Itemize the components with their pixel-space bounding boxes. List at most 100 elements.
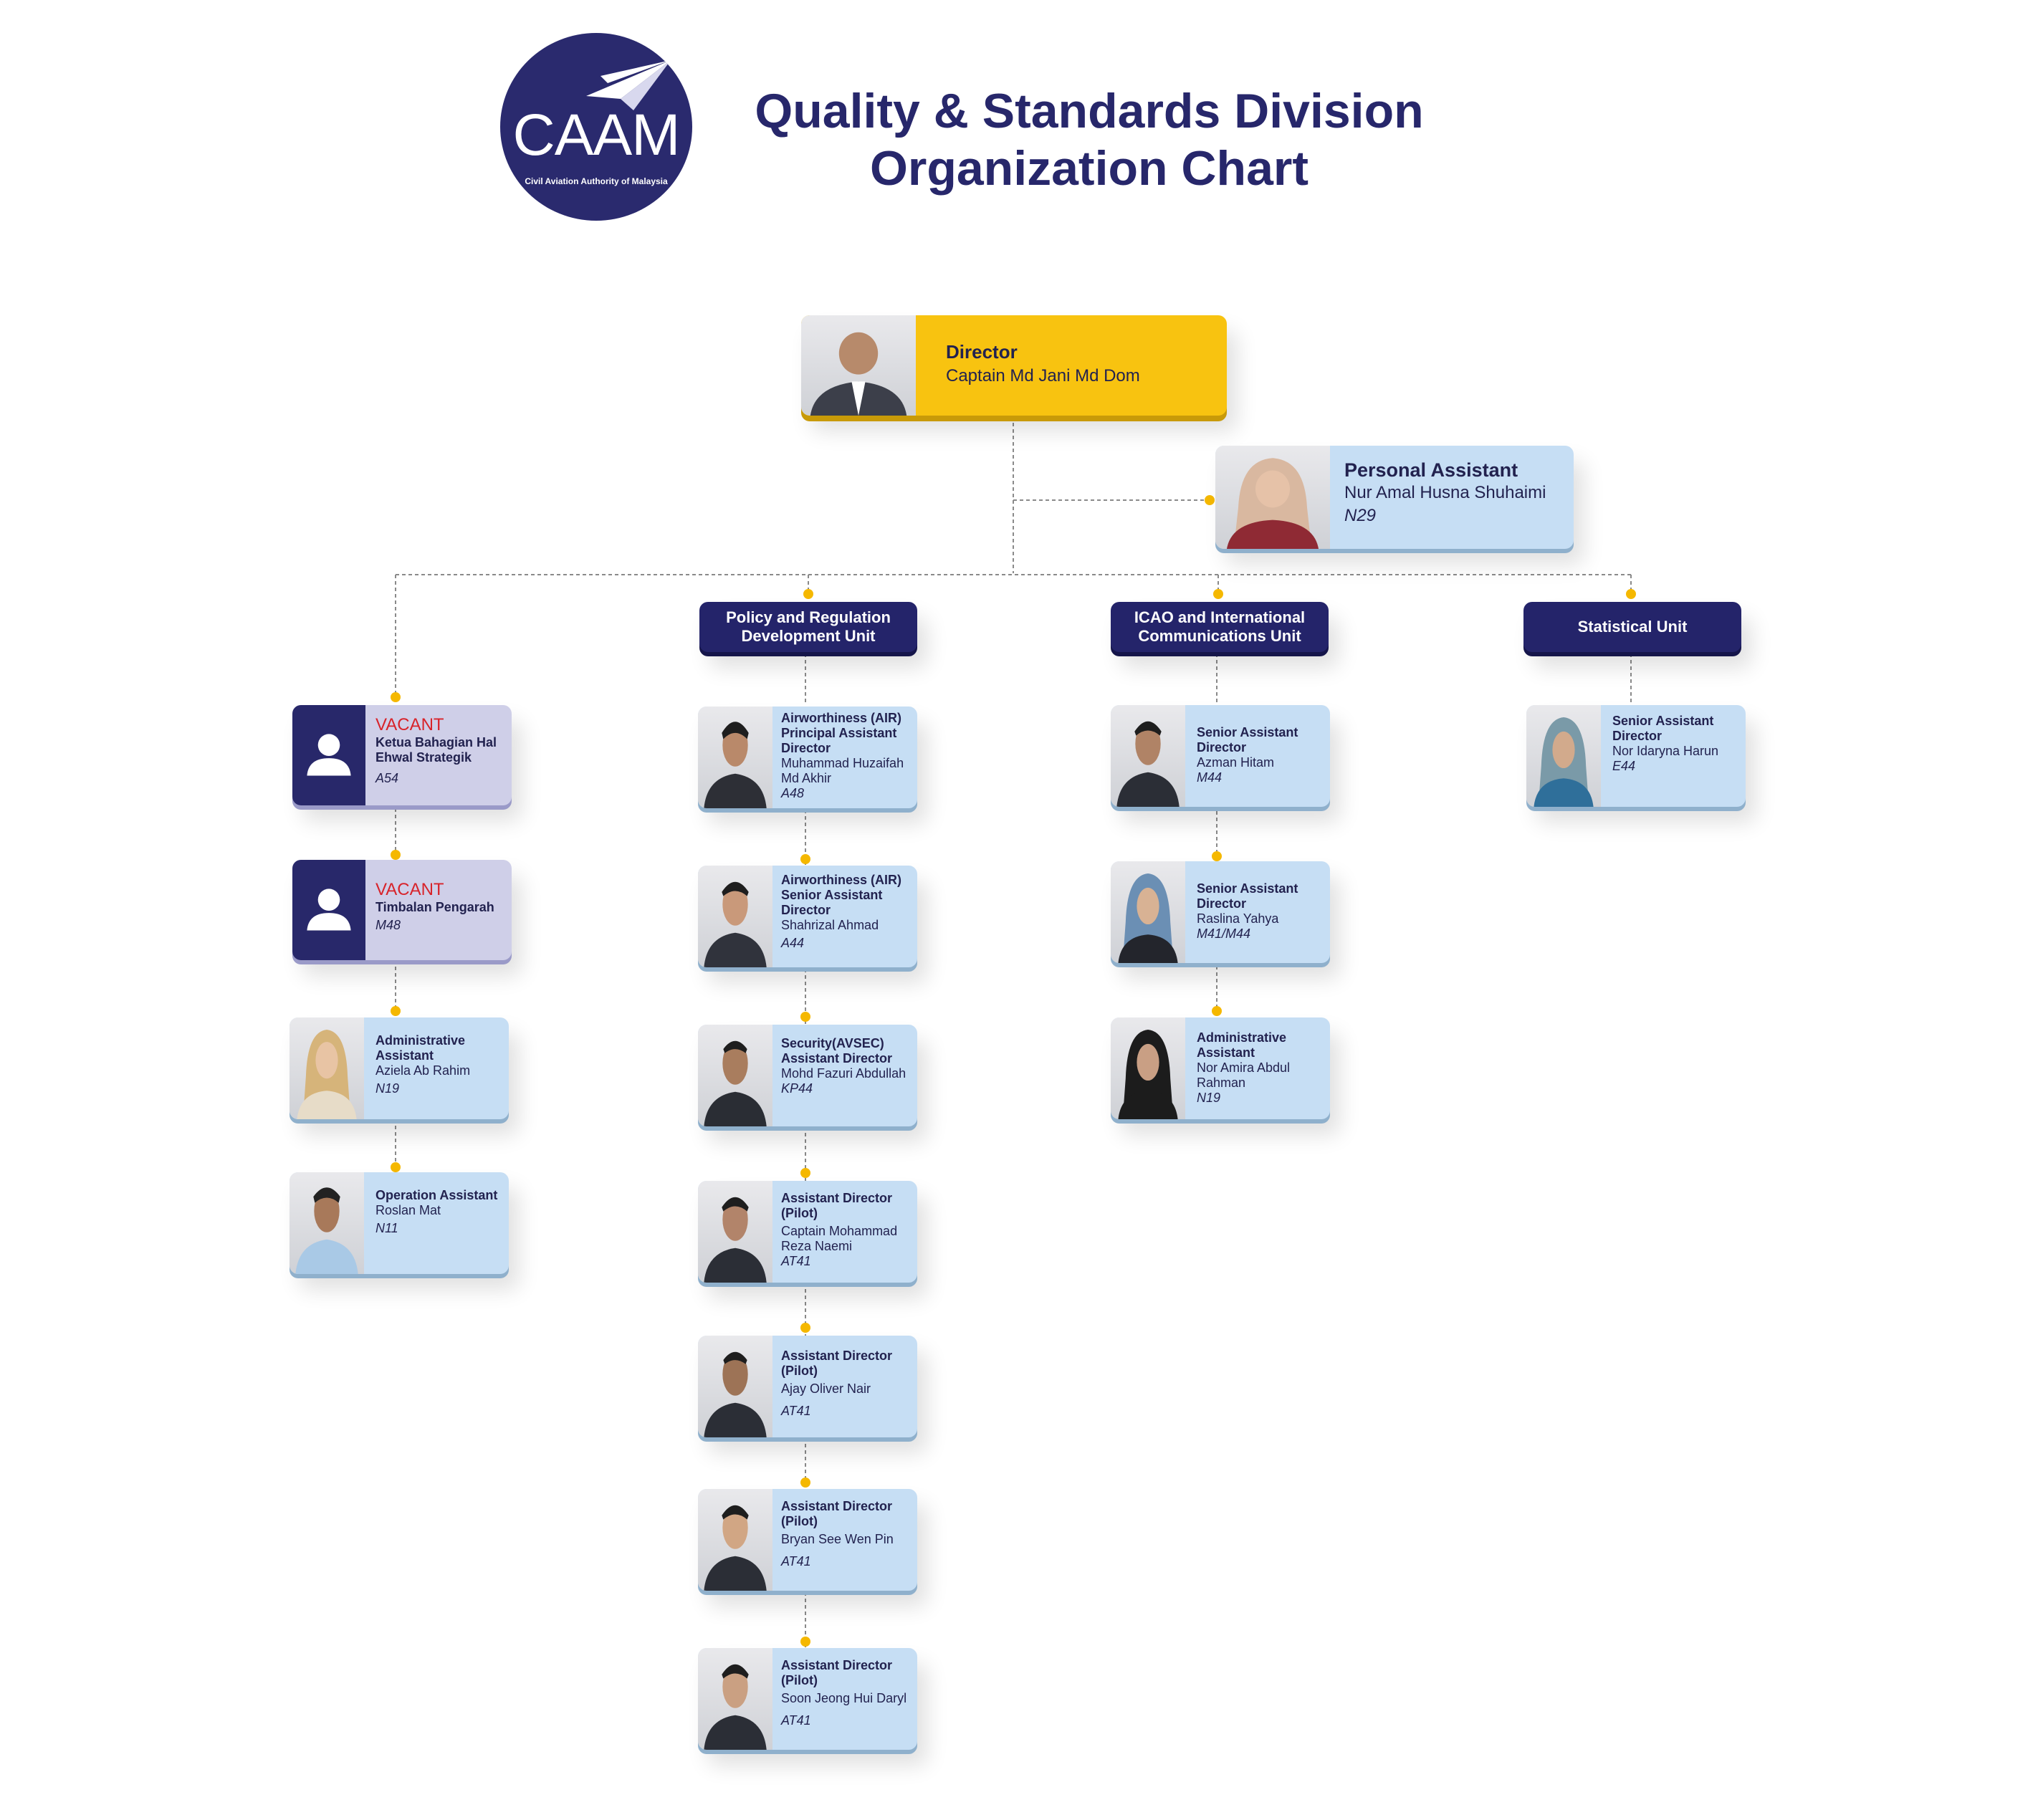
staff-card-policy-4: Assistant Director (Pilot) Captain Moham… xyxy=(698,1181,917,1283)
staff-card-admin-assistant: Administrative Assistant Aziela Ab Rahim… xyxy=(290,1017,509,1119)
staff-card-icao-3: Administrative Assistant Nor Amira Abdul… xyxy=(1111,1017,1330,1119)
user-placeholder-icon xyxy=(307,889,351,931)
staff-card-policy-7: Assistant Director (Pilot) Soon Jeong Hu… xyxy=(698,1648,917,1750)
person-silhouette-icon xyxy=(704,1040,767,1126)
vacant-photo xyxy=(292,705,365,805)
unit-header-icao: ICAO and International Communications Un… xyxy=(1111,602,1329,652)
person-silhouette-icon xyxy=(704,1505,767,1591)
staff-role: Timbalan Pengarah xyxy=(375,900,494,914)
staff-role: Senior Assistant Director xyxy=(1197,881,1298,911)
vacant-label: VACANT xyxy=(375,715,444,734)
logo-wordmark: CAAM xyxy=(512,102,681,168)
staff-role: Assistant Director (Pilot) xyxy=(781,1658,893,1687)
personal-assistant-grade: N29 xyxy=(1344,506,1377,525)
staff-card-vacant-timbalan: VACANT Timbalan Pengarah M48 xyxy=(292,860,512,960)
staff-role: Senior Assistant Director xyxy=(1197,725,1298,755)
staff-name: Raslina Yahya xyxy=(1197,911,1279,926)
staff-role: Administrative Assistant xyxy=(1197,1030,1287,1060)
paper-plane-icon xyxy=(586,60,671,110)
director-name: Captain Md Jani Md Dom xyxy=(946,366,1140,385)
staff-grade: A44 xyxy=(781,936,805,950)
staff-role: Assistant Director (Pilot) xyxy=(781,1499,893,1528)
connector-dot xyxy=(803,589,813,599)
connector-dot xyxy=(800,854,810,864)
person-silhouette-icon xyxy=(704,881,767,967)
person-silhouette-icon xyxy=(1118,873,1178,963)
page-title-line2: Organization Chart xyxy=(869,141,1309,196)
staff-grade: KP44 xyxy=(781,1081,813,1096)
page-title-line1: Quality & Standards Division xyxy=(755,84,1424,138)
person-silhouette-icon xyxy=(295,1187,358,1274)
staff-photo xyxy=(1111,861,1185,963)
caam-logo: CAAM Civil Aviation Authority of Malaysi… xyxy=(500,33,692,221)
person-silhouette-icon xyxy=(810,332,907,416)
staff-grade: AT41 xyxy=(781,1404,811,1418)
person-silhouette-icon xyxy=(1116,721,1180,807)
connector-dot xyxy=(800,1477,810,1488)
vacant-photo xyxy=(292,860,365,960)
person-silhouette-icon xyxy=(704,1197,767,1283)
staff-grade: N19 xyxy=(1197,1091,1221,1105)
staff-role: Ketua Bahagian Hal Ehwal Strategik xyxy=(375,735,497,765)
staff-photo xyxy=(698,1648,772,1750)
connector-dot xyxy=(1212,851,1222,861)
staff-grade: A54 xyxy=(375,771,399,785)
connector-dot xyxy=(800,1323,810,1333)
staff-grade: A48 xyxy=(781,786,805,800)
staff-grade: N19 xyxy=(375,1081,400,1096)
staff-grade: E44 xyxy=(1612,759,1636,773)
person-silhouette-icon xyxy=(1227,458,1319,549)
staff-name: Bryan See Wen Pin xyxy=(781,1532,894,1546)
personal-assistant-card: Personal Assistant Nur Amal Husna Shuhai… xyxy=(1215,446,1574,549)
staff-grade: N11 xyxy=(375,1221,398,1235)
connector-dot xyxy=(391,692,401,702)
staff-card-policy-1: Airworthiness (AIR) Principal Assistant … xyxy=(698,707,917,808)
staff-role: Assistant Director (Pilot) xyxy=(781,1191,893,1220)
unit-header-policy: Policy and Regulation Development Unit xyxy=(699,602,917,652)
staff-grade: AT41 xyxy=(781,1554,811,1568)
staff-card-icao-2: Senior Assistant Director Raslina Yahya … xyxy=(1111,861,1330,963)
staff-photo xyxy=(1111,705,1185,807)
staff-photo xyxy=(698,866,772,967)
person-silhouette-icon xyxy=(704,1664,767,1750)
staff-name: Azman Hitam xyxy=(1197,755,1275,770)
staff-role: Airworthiness (AIR) Principal Assistant … xyxy=(781,711,902,755)
staff-name: Captain Mohammad Reza Naemi xyxy=(781,1224,898,1253)
staff-role: Security(AVSEC) Assistant Director xyxy=(781,1036,893,1065)
user-placeholder-icon xyxy=(307,734,351,776)
staff-grade: M44 xyxy=(1197,770,1223,785)
staff-photo xyxy=(698,707,772,808)
connector-dot xyxy=(1213,589,1223,599)
director-card: Director Captain Md Jani Md Dom xyxy=(801,315,1227,416)
staff-name: Aziela Ab Rahim xyxy=(375,1063,471,1078)
staff-card-operation-assistant: Operation Assistant Roslan Mat N11 xyxy=(290,1172,509,1274)
connector-dot xyxy=(800,1637,810,1647)
connector-dot xyxy=(391,850,401,860)
director-role: Director xyxy=(946,341,1018,363)
staff-name: Muhammad Huzaifah Md Akhir xyxy=(781,756,904,785)
staff-grade: AT41 xyxy=(781,1254,811,1268)
staff-photo xyxy=(698,1336,772,1437)
staff-name: Soon Jeong Hui Daryl xyxy=(781,1691,907,1705)
unit-header-statistical: Statistical Unit xyxy=(1523,602,1741,652)
staff-grade: AT41 xyxy=(781,1713,811,1728)
vacant-label: VACANT xyxy=(375,880,444,899)
personal-assistant-name: Nur Amal Husna Shuhaimi xyxy=(1344,483,1546,502)
staff-role: Airworthiness (AIR) Senior Assistant Dir… xyxy=(781,873,902,917)
person-silhouette-icon xyxy=(1118,1030,1178,1119)
staff-grade: M41/M44 xyxy=(1197,926,1251,941)
director-photo xyxy=(801,315,916,416)
staff-name: Nor Amira Abdul Rahman xyxy=(1197,1060,1291,1090)
connector-dot xyxy=(1205,495,1215,505)
staff-card-policy-5: Assistant Director (Pilot) Ajay Oliver N… xyxy=(698,1336,917,1437)
staff-photo xyxy=(698,1181,772,1283)
connector-dot xyxy=(800,1168,810,1178)
person-silhouette-icon xyxy=(1534,717,1594,807)
staff-card-policy-2: Airworthiness (AIR) Senior Assistant Dir… xyxy=(698,866,917,967)
logo-subtitle: Civil Aviation Authority of Malaysia xyxy=(525,176,668,186)
staff-name: Ajay Oliver Nair xyxy=(781,1381,871,1396)
staff-role: Senior Assistant Director xyxy=(1612,714,1714,743)
staff-name: Shahrizal Ahmad xyxy=(781,918,879,932)
staff-role: Administrative Assistant xyxy=(375,1033,466,1063)
personal-assistant-role: Personal Assistant xyxy=(1344,459,1518,481)
